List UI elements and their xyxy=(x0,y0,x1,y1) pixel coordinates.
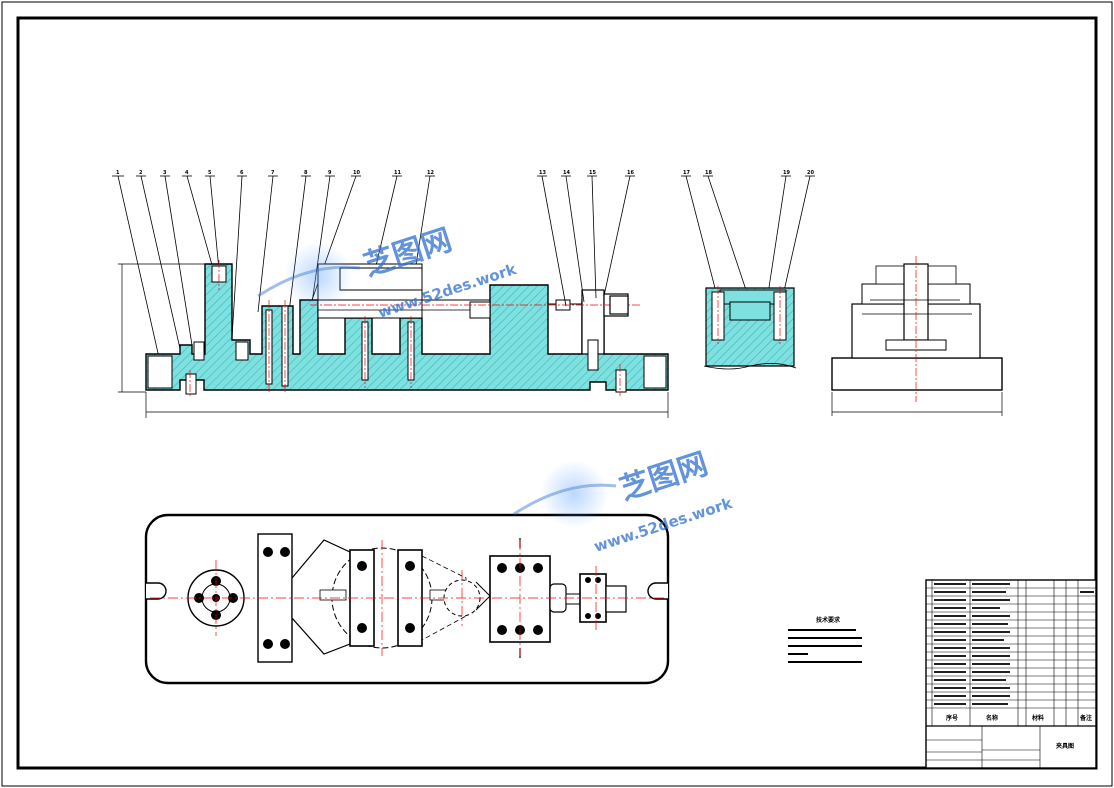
balloon-1: 1 xyxy=(116,170,120,176)
technical-requirements: 技术要求 xyxy=(788,616,862,663)
balloon-11: 11 xyxy=(394,170,401,176)
balloon-2: 2 xyxy=(139,170,143,176)
balloon-15: 15 xyxy=(589,170,596,176)
balloon-14: 14 xyxy=(563,170,570,176)
balloon-20: 20 xyxy=(807,170,814,176)
title-block: 序号 名称 材料 备注 夹具图 xyxy=(925,579,1097,769)
balloon-9: 9 xyxy=(328,170,332,176)
header-material: 材料 xyxy=(1031,714,1044,722)
balloon-13: 13 xyxy=(539,170,546,176)
front-section-view: 1 2 3 4 5 6 7 8 9 10 11 12 xyxy=(112,170,669,418)
tech-req-title: 技术要求 xyxy=(816,616,841,624)
header-seq: 序号 xyxy=(945,714,958,722)
balloon-5: 5 xyxy=(208,170,212,176)
inner-frame xyxy=(16,16,1098,770)
top-view xyxy=(144,513,670,685)
header-note: 备注 xyxy=(1079,714,1092,722)
balloon-8: 8 xyxy=(304,170,308,176)
globe-logo-icon xyxy=(284,242,352,310)
balloon-10: 10 xyxy=(353,170,360,176)
balloon-3: 3 xyxy=(163,170,167,176)
globe-logo-icon-2 xyxy=(540,460,608,528)
balloon-17: 17 xyxy=(683,170,690,176)
side-section-view: 13 14 15 16 xyxy=(537,170,635,315)
balloon-19: 19 xyxy=(783,170,790,176)
balloon-6: 6 xyxy=(240,170,244,176)
header-name: 名称 xyxy=(986,714,998,722)
balloon-12: 12 xyxy=(427,170,434,176)
drawing-name: 夹具图 xyxy=(1056,742,1074,750)
balloon-16: 16 xyxy=(627,170,634,176)
partial-section-view: 17 18 19 20 xyxy=(681,170,815,370)
balloon-7: 7 xyxy=(271,170,275,176)
balloon-18: 18 xyxy=(705,170,712,176)
watermark-brand-2: 芝图网 xyxy=(616,447,712,508)
end-view xyxy=(831,256,1003,416)
balloon-4: 4 xyxy=(185,170,189,176)
